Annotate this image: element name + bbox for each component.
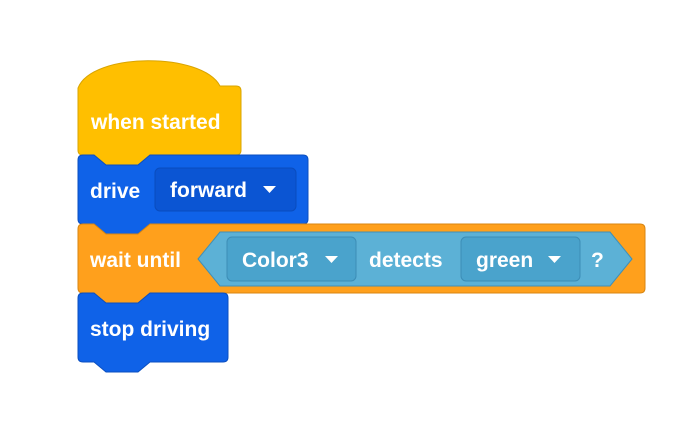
sensor-value: Color3 xyxy=(242,249,309,272)
stop-driving-block[interactable]: stop driving xyxy=(77,292,229,373)
detects-label: detects xyxy=(369,249,443,272)
stop-driving-block-shape xyxy=(77,292,229,373)
drive-block[interactable]: drive forward xyxy=(77,154,309,235)
wait-until-block[interactable]: wait until Color3 detects green ? xyxy=(77,223,646,304)
stop-driving-label: stop driving xyxy=(90,318,210,341)
drive-direction-dropdown-bg xyxy=(154,167,297,212)
chevron-down-icon xyxy=(325,256,338,263)
when-started-label: when started xyxy=(90,111,221,134)
question-mark-label: ? xyxy=(591,249,604,272)
color-value: green xyxy=(476,249,533,272)
wait-until-label: wait until xyxy=(89,249,181,272)
when-started-block[interactable]: when started xyxy=(77,60,242,166)
color-value-dropdown[interactable]: green xyxy=(460,236,581,282)
sensor-dropdown[interactable]: Color3 xyxy=(226,236,357,282)
sensor-dropdown-bg xyxy=(226,236,357,282)
drive-direction-dropdown[interactable]: forward xyxy=(154,167,297,212)
color-detects-condition[interactable]: Color3 detects green ? xyxy=(197,231,633,287)
drive-direction-value: forward xyxy=(170,179,247,202)
chevron-down-icon xyxy=(548,256,561,263)
color-value-dropdown-bg xyxy=(460,236,581,282)
chevron-down-icon xyxy=(263,186,276,193)
drive-label: drive xyxy=(90,180,140,203)
